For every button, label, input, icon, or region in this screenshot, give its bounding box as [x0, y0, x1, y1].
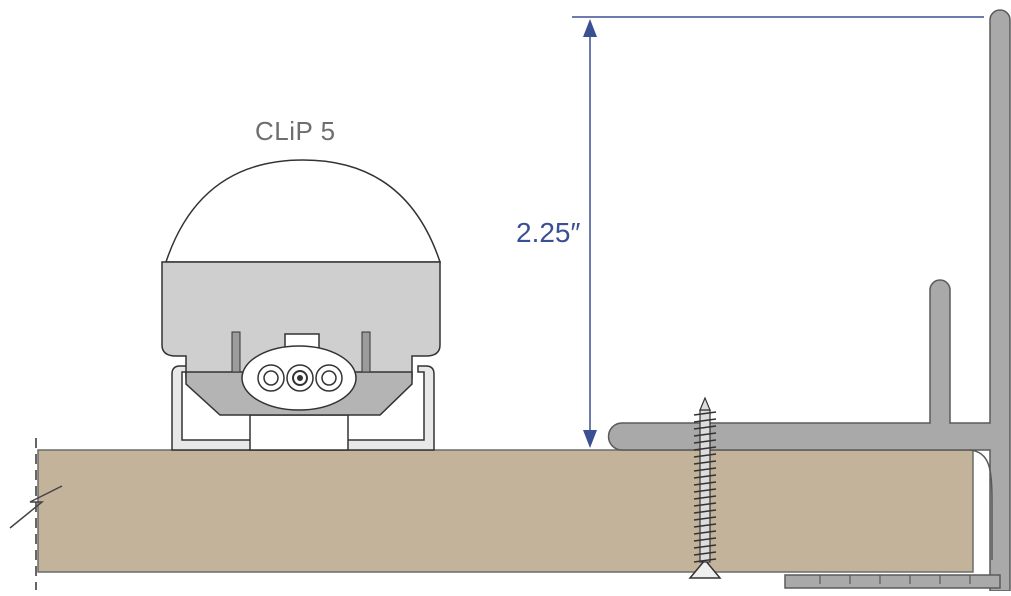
screw-thread	[693, 537, 717, 542]
product-label: CLiP 5	[255, 116, 336, 146]
screw-thread	[693, 446, 717, 451]
screw-thread	[693, 432, 717, 437]
screw-thread	[693, 544, 717, 549]
break-line-icon	[9, 438, 63, 590]
screw-thread	[693, 411, 717, 416]
screw-thread	[693, 495, 717, 500]
screw-thread	[693, 509, 717, 514]
screw-thread	[693, 474, 717, 479]
screw-thread	[693, 558, 717, 563]
clip-fixture-icon	[161, 159, 442, 451]
screw-thread	[693, 530, 717, 535]
screw-thread	[693, 453, 717, 458]
dimension-label: 2.25″	[516, 217, 581, 248]
screw-thread	[693, 488, 717, 493]
screw-thread	[693, 551, 717, 556]
wood-board	[37, 449, 974, 573]
screw-thread	[693, 425, 717, 430]
screw-thread	[693, 467, 717, 472]
screw-thread	[693, 481, 717, 486]
screw-thread	[693, 516, 717, 521]
dimension-line	[572, 16, 984, 448]
screw-thread	[693, 418, 717, 423]
screw-thread	[693, 460, 717, 465]
screw-icon	[688, 396, 722, 579]
screw-thread	[693, 502, 717, 507]
screw-thread	[693, 439, 717, 444]
screw-thread	[693, 523, 717, 528]
